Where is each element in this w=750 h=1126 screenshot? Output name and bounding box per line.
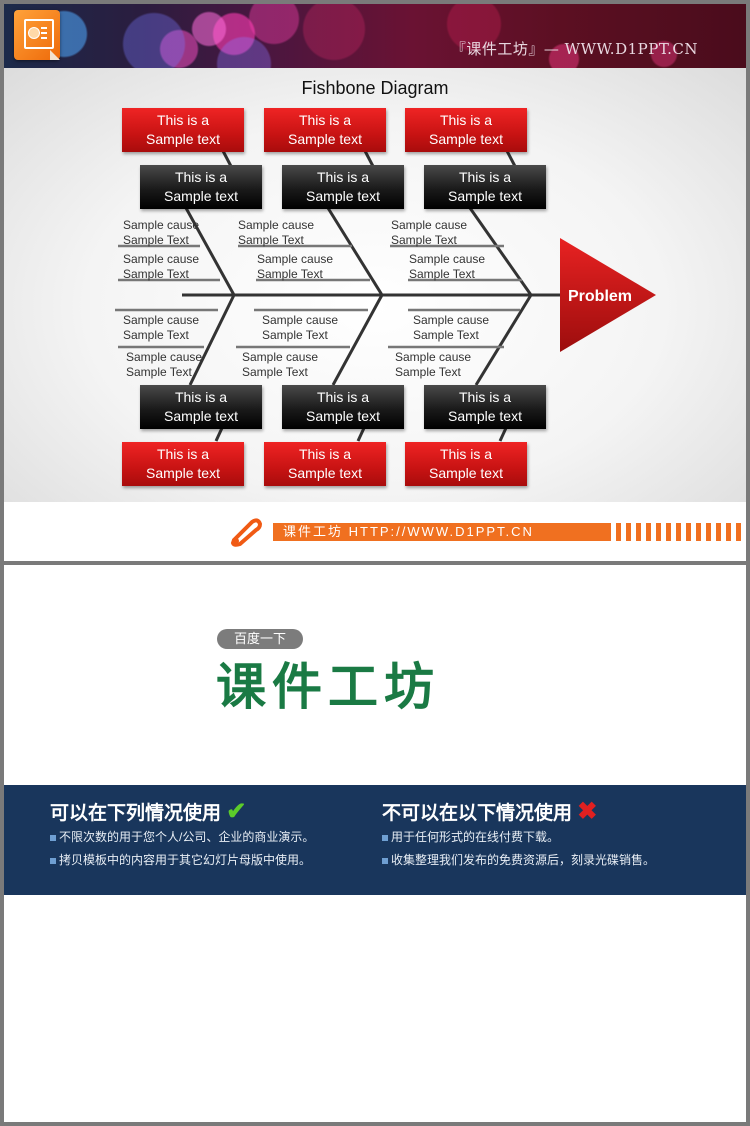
cross-icon: ✖ <box>577 798 598 825</box>
header-banner: 『课件工坊』— WWW.D1PPT.CN <box>4 4 746 68</box>
banner-title: 『课件工坊』— WWW.D1PPT.CN <box>450 40 698 58</box>
diagram-title: Fishbone Diagram <box>301 78 449 98</box>
usage-terms-band: 可以在下列情况使用 ✔ 不限次数的用于您个人/公司、企业的商业演示。 拷贝模板中… <box>4 785 746 895</box>
forbidden-item: 收集整理我们发布的免费资源后，刻录光碟销售。 <box>382 851 655 868</box>
forbidden-item: 用于任何形式的在线付费下载。 <box>382 828 559 845</box>
search-pill[interactable]: 百度一下 <box>217 629 303 649</box>
problem-label: Problem <box>568 288 633 305</box>
fishbone-slide: 『课件工坊』— WWW.D1PPT.CN Fishbone Diagram <box>4 4 746 561</box>
allowed-heading: 可以在下列情况使用 ✔ <box>50 798 247 825</box>
brand-logo-text: 课件工坊 <box>216 658 440 716</box>
fishbone-lines <box>115 148 656 442</box>
check-icon: ✔ <box>226 798 247 825</box>
forbidden-heading: 不可以在以下情况使用 ✖ <box>382 798 598 825</box>
powerpoint-icon <box>14 10 60 60</box>
allowed-item: 拷贝模板中的内容用于其它幻灯片母版中使用。 <box>50 851 311 868</box>
allowed-item: 不限次数的用于您个人/公司、企业的商业演示。 <box>50 828 314 845</box>
pencil-icon <box>230 518 263 547</box>
footer-url-banner[interactable]: 课件工坊 HTTP://WWW.D1PPT.CN <box>273 523 611 541</box>
problem-arrow <box>560 238 656 352</box>
promo-slide: 百度一下 课件工坊 可以在下列情况使用 ✔ 不限次数的用于您个人/公司、企业的商… <box>4 565 746 1122</box>
